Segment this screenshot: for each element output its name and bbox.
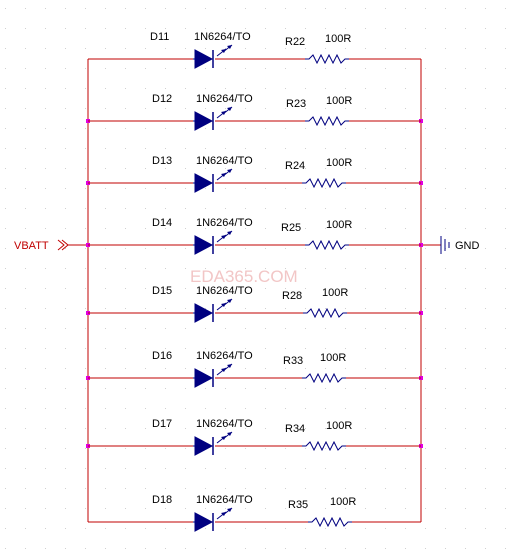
resistor-icon[interactable] <box>302 177 346 189</box>
led-row: D11 1N6264/TO R22 100R <box>88 31 421 69</box>
led-row: D14 1N6264/TO R25 100R <box>86 217 423 255</box>
diode-reference-label: D18 <box>152 494 172 506</box>
led-row: D18 1N6264/TO R35 100R <box>88 494 421 532</box>
led-diode-icon[interactable] <box>193 106 233 131</box>
resistor-reference-label: R33 <box>283 355 303 367</box>
grid-dots <box>5 8 506 549</box>
resistor-icon[interactable] <box>305 239 349 251</box>
diode-part-label: 1N6264/TO <box>196 418 253 430</box>
resistor-reference-label: R28 <box>282 290 302 302</box>
diode-reference-label: D13 <box>152 155 172 167</box>
resistor-value-label: 100R <box>326 95 352 107</box>
led-diode-icon[interactable] <box>193 230 233 255</box>
resistor-reference-label: R24 <box>285 160 305 172</box>
diode-reference-label: D12 <box>152 93 172 105</box>
resistor-reference-label: R25 <box>281 222 301 234</box>
led-diode-icon[interactable] <box>193 431 233 456</box>
resistor-value-label: 100R <box>326 420 352 432</box>
led-diode-icon[interactable] <box>193 363 233 388</box>
diode-part-label: 1N6264/TO <box>196 285 253 297</box>
diode-reference-label: D17 <box>152 418 172 430</box>
led-row: D15 1N6264/TO R28 100R <box>86 285 423 323</box>
diode-part-label: 1N6264/TO <box>196 350 253 362</box>
resistor-icon[interactable] <box>303 307 347 319</box>
diode-reference-label: D14 <box>152 217 172 229</box>
resistor-value-label: 100R <box>326 157 352 169</box>
resistor-value-label: 100R <box>325 33 351 45</box>
diode-part-label: 1N6264/TO <box>196 494 253 506</box>
gnd-label: GND <box>455 240 480 252</box>
diode-reference-label: D16 <box>152 350 172 362</box>
resistor-reference-label: R34 <box>285 423 305 435</box>
led-diode-icon[interactable] <box>193 298 233 323</box>
port-arrow-icon <box>57 239 69 251</box>
resistor-value-label: 100R <box>320 352 346 364</box>
resistor-icon[interactable] <box>302 440 346 452</box>
led-row: D17 1N6264/TO R34 100R <box>86 418 423 456</box>
gnd-symbol[interactable]: GND <box>440 236 480 254</box>
diode-part-label: 1N6264/TO <box>194 31 251 43</box>
resistor-reference-label: R35 <box>288 499 308 511</box>
diode-reference-label: D11 <box>150 31 169 43</box>
ground-symbol-icon <box>440 236 450 254</box>
resistor-reference-label: R23 <box>286 98 306 110</box>
led-row: D12 1N6264/TO R23 100R <box>86 93 423 131</box>
led-diode-icon[interactable] <box>193 168 233 193</box>
diode-reference-label: D15 <box>152 285 172 297</box>
led-diode-icon[interactable] <box>193 44 233 69</box>
resistor-value-label: 100R <box>322 287 348 299</box>
watermark-text: EDA365.COM <box>190 267 298 286</box>
vbatt-label: VBATT <box>14 240 49 252</box>
resistor-value-label: 100R <box>326 219 352 231</box>
resistor-value-label: 100R <box>330 496 356 508</box>
led-diode-icon[interactable] <box>193 507 233 532</box>
vbatt-port[interactable]: VBATT <box>14 239 69 252</box>
led-row: D13 1N6264/TO R24 100R <box>86 155 423 193</box>
resistor-reference-label: R22 <box>285 36 305 48</box>
resistor-icon[interactable] <box>305 115 349 127</box>
resistor-icon[interactable] <box>302 372 346 384</box>
diode-part-label: 1N6264/TO <box>196 93 253 105</box>
resistor-icon[interactable] <box>305 53 349 65</box>
diode-part-label: 1N6264/TO <box>196 155 253 167</box>
diode-part-label: 1N6264/TO <box>196 217 253 229</box>
resistor-icon[interactable] <box>308 516 352 528</box>
led-row: D16 1N6264/TO R33 100R <box>86 350 423 388</box>
